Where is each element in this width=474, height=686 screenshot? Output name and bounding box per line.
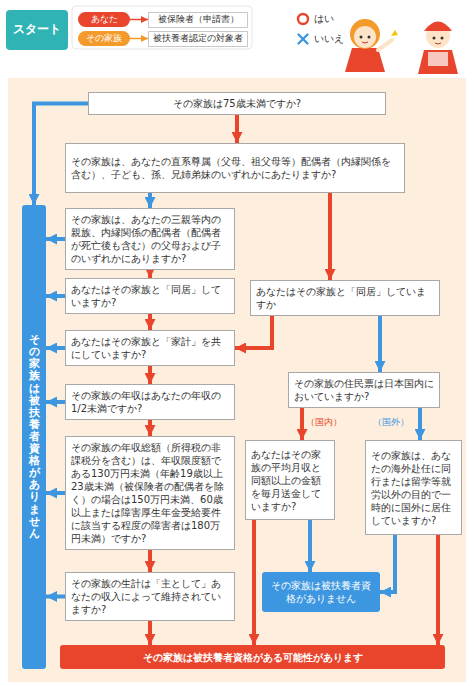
yes-arrow — [148, 366, 152, 384]
node-text: あなたはその家族と「同居」していますか — [256, 285, 434, 311]
node-text: あなた — [91, 14, 118, 26]
no-arrow — [46, 595, 65, 599]
start-badge: スタート — [6, 10, 68, 50]
legend-text: はい — [314, 12, 334, 26]
yes-mark — [296, 12, 310, 26]
node-text: その家族の年収総額（所得税の非課税分を含む）は、年収限度額である130万円未満（… — [71, 441, 229, 545]
no-arrow — [46, 237, 65, 241]
yes-arrow — [148, 314, 152, 330]
no-arrow — [418, 408, 422, 440]
yes-arrow — [148, 621, 152, 645]
yes-arrow — [130, 38, 148, 40]
yes-arrow — [436, 535, 440, 645]
no-arrow — [46, 294, 65, 298]
role-pill: その家族 — [78, 31, 130, 46]
node-text: 被保険者（申請書） — [158, 14, 239, 26]
no-arrow — [380, 535, 395, 592]
boy-figure — [418, 22, 458, 75]
yes-arrow — [328, 193, 332, 280]
node-text: その家族は、あなたの三親等内の親族、内縁関係の配偶者（配偶者が死亡後も含む）の父… — [71, 213, 229, 265]
node-text: その家族 — [86, 33, 122, 45]
yes-arrow — [300, 408, 304, 440]
decision-box: あなたはその家族の平均月収と同額以上の金額を毎月送金していますか? — [245, 440, 335, 520]
decision-box: その家族の住民票は日本国内においていますか? — [288, 372, 440, 408]
yes-arrow — [148, 420, 152, 436]
decision-box: その家族は、あなたの三親等内の親族、内縁関係の配偶者（配偶者が死亡後も含む）の父… — [65, 208, 235, 270]
node-text: その家族は、あなたの海外赴任に同行または留学等就労以外の目的で一時的に国外に居住… — [371, 449, 456, 527]
result-bar: その家族は被扶養者資格がある可能性があります — [60, 645, 445, 669]
no-arrow — [308, 520, 312, 572]
decision-box: その家族の年収はあなたの年収の1/2未満ですか? — [65, 384, 235, 420]
role-box: 被扶養者認定の対象者 — [148, 31, 248, 47]
node-text: その家族は被扶養者資格がある可能性があります — [143, 651, 363, 664]
decision-box: あなたはその家族と「家計」を共にしていますか? — [65, 330, 235, 366]
node-text: あなたはその家族と「同居」していますか? — [71, 283, 229, 309]
decision-box: その家族の生計は「主として」あなたの収入によって維持されていますか? — [65, 572, 235, 621]
no-arrow — [46, 491, 65, 495]
result-box: その家族は被扶養者資格がありません — [262, 572, 380, 612]
node-text: スタート — [13, 22, 61, 38]
no-arrow — [46, 346, 65, 350]
node-text: その家族は75歳未満ですか? — [173, 97, 301, 110]
node-text: その家族の住民票は日本国内においていますか? — [294, 377, 434, 403]
decision-box: あなたはその家族と「同居」していますか? — [65, 278, 235, 314]
yes-arrow — [252, 520, 256, 645]
node-text: その家族の生計は「主として」あなたの収入によって維持されていますか? — [71, 577, 229, 616]
node-text: その家族は被扶養者資格がありません — [29, 334, 40, 540]
legend-frame — [72, 6, 252, 49]
decision-box: その家族は、あなたの直系尊属（父母、祖父母等）配偶者（内縁関係を含む）、子ども、… — [65, 143, 405, 193]
decision-box: あなたはその家族と「同居」していますか — [250, 280, 440, 316]
node-text: その家族の年収はあなたの年収の1/2未満ですか? — [71, 389, 229, 415]
legend-text: いいえ — [314, 32, 344, 46]
no-arrow — [148, 193, 152, 208]
node-text: その家族は被扶養者資格がありません — [267, 579, 375, 605]
decision-box: その家族は、あなたの海外赴任に同行または留学等就労以外の目的で一時的に国外に居住… — [365, 440, 462, 535]
role-pill: あなた — [78, 12, 130, 27]
no-mark — [296, 32, 310, 46]
edge-label: （国内） — [305, 416, 343, 429]
no-arrow — [378, 316, 382, 372]
girl-figure — [345, 19, 398, 72]
role-box: 被保険者（申請書） — [148, 12, 248, 28]
no-arrow — [46, 400, 65, 404]
node-text: あなたはその家族の平均月収と同額以上の金額を毎月送金していますか? — [251, 448, 329, 513]
result-band: その家族は被扶養者資格がありません — [22, 205, 46, 669]
decision-box: その家族は75歳未満ですか? — [88, 92, 386, 115]
node-text: あなたはその家族と「家計」を共にしていますか? — [71, 335, 229, 361]
yes-arrow — [130, 19, 148, 21]
decision-box: その家族の年収総額（所得税の非課税分を含む）は、年収限度額である130万円未満（… — [65, 436, 235, 550]
yes-arrow — [235, 316, 272, 348]
yes-arrow — [148, 550, 152, 572]
yes-arrow — [235, 115, 239, 143]
edge-label: （国外） — [372, 416, 410, 429]
panel-ground — [8, 78, 466, 682]
node-text: 被扶養者認定の対象者 — [153, 33, 243, 45]
node-text: その家族は、あなたの直系尊属（父母、祖父母等）配偶者（内縁関係を含む）、子ども、… — [71, 155, 399, 181]
yes-arrow — [148, 270, 152, 278]
